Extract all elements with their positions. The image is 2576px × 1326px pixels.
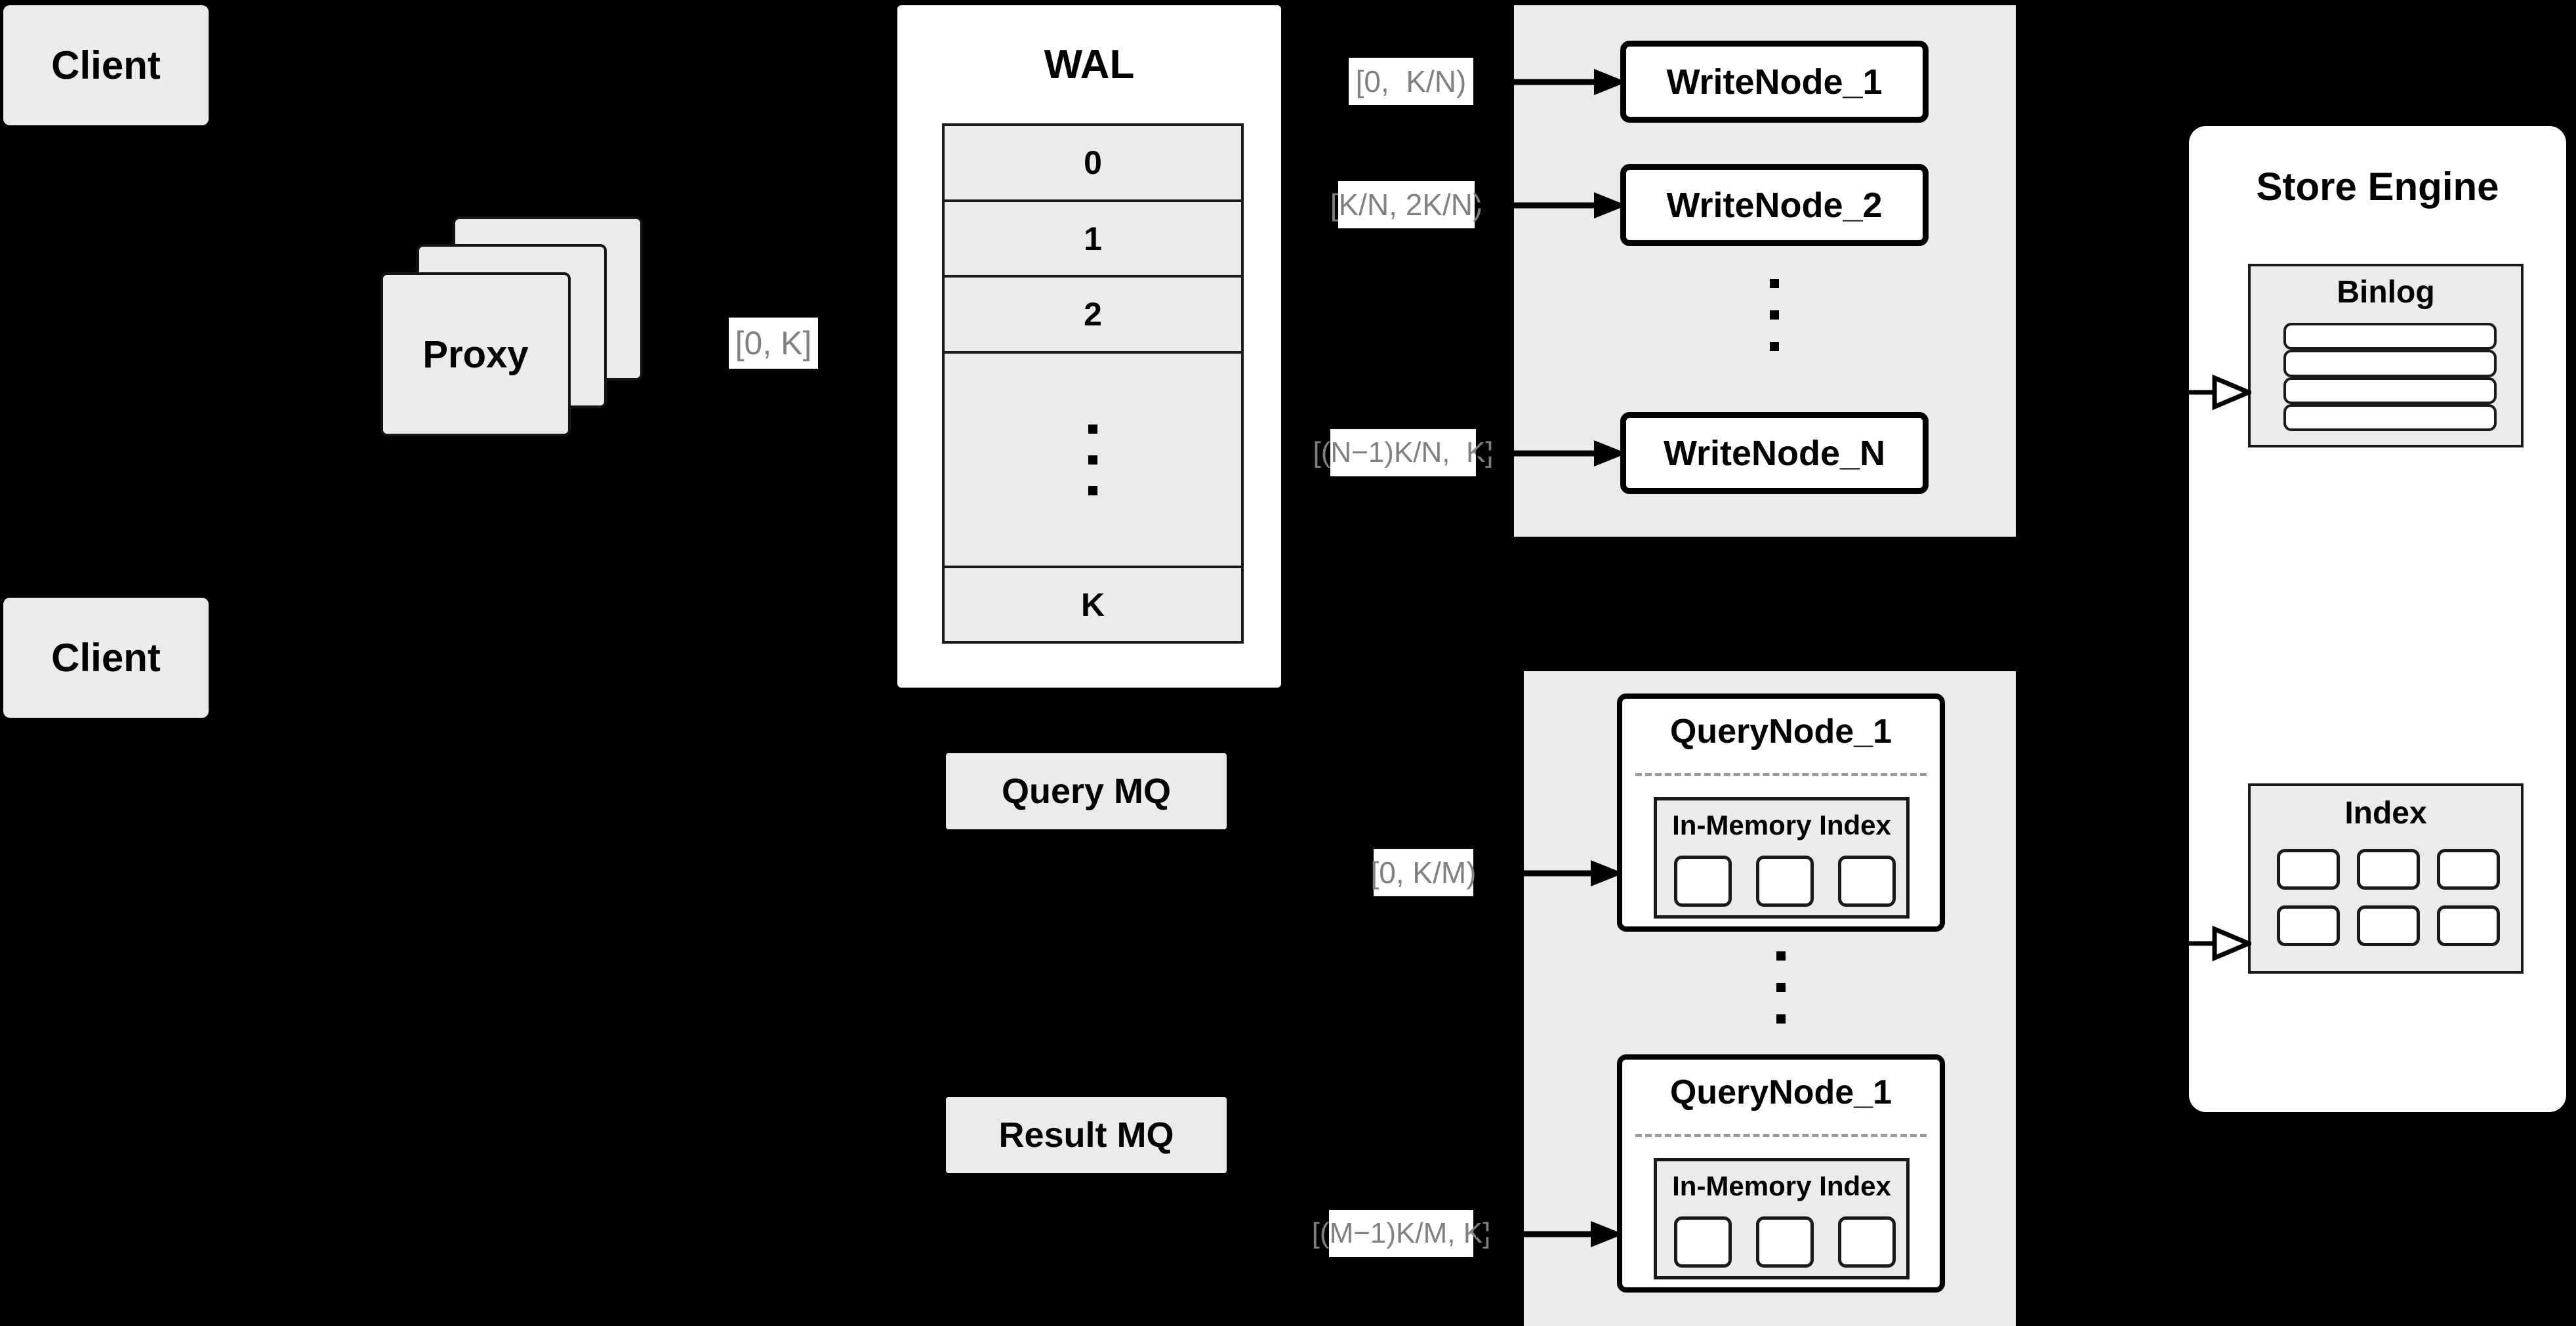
binlog-slot[interactable] [2283,350,2497,377]
wal-row-k[interactable]: K [945,568,1241,641]
index-slot[interactable] [1674,1216,1732,1268]
proxy-stack[interactable]: Proxy [380,217,669,436]
result-mq-label: Result MQ [998,1115,1174,1155]
arrow-querycluster-to-index [2188,925,2251,962]
index-slot[interactable] [2357,905,2420,946]
client-label-2: Client [51,636,161,680]
query-node-1-inmemory-title: In-Memory Index [1672,810,1891,840]
querynode-1-range-text: [0, K/M) [1370,856,1477,890]
wal-row-1[interactable]: 1 [945,201,1241,278]
write-node-2[interactable]: WriteNode_2 [1620,164,1929,246]
write-node-1-label: WriteNode_1 [1666,62,1883,102]
index-slot[interactable] [2277,905,2340,946]
arrow-writecluster-to-binlog [2188,374,2251,411]
wal-vertical-ellipsis-icon [1088,424,1097,495]
write-node-1[interactable]: WriteNode_1 [1620,41,1929,123]
store-engine-panel: Store Engine Binlog Index [2189,126,2566,1112]
query-mq-label: Query MQ [1001,772,1172,811]
write-cluster-vertical-ellipsis-icon [1770,279,1779,351]
query-node-1[interactable]: QueryNode_1 In-Memory Index [1617,694,1945,932]
client-box-2[interactable]: Client [3,598,209,718]
writenode-2-range-text: [K/N, 2K/N) [1330,188,1483,222]
write-node-2-label: WriteNode_2 [1666,185,1883,225]
index-slot[interactable] [1674,856,1732,907]
proxy-card-front[interactable]: Proxy [380,272,571,436]
binlog-panel: Binlog [2248,264,2524,447]
wal-cell-2: 2 [1084,296,1102,333]
index-panel: Index [2248,783,2524,974]
query-node-m-inmemory-title: In-Memory Index [1672,1171,1891,1201]
arrow-wal-to-writenode-1 [1476,69,1627,95]
query-node-1-slots [1674,856,1896,907]
index-slot[interactable] [1838,1216,1896,1268]
wal-panel: WAL 0 1 2 K [897,5,1281,688]
index-slot[interactable] [1756,1216,1814,1268]
wal-row-2[interactable]: 2 [945,278,1241,354]
write-node-n-label: WriteNode_N [1663,433,1886,473]
query-node-m-divider [1635,1134,1927,1137]
arrow-wal-to-writenode-2 [1476,192,1627,218]
wal-row-ellipsis [945,354,1241,569]
writenode-1-range-text: [0, K/N) [1355,64,1467,98]
index-slot[interactable] [2437,849,2500,890]
binlog-title: Binlog [2337,275,2435,310]
index-slot[interactable] [2437,905,2500,946]
wal-cell-0: 0 [1084,144,1102,181]
query-node-m-inmemory-index: In-Memory Index [1654,1158,1910,1279]
proxy-range-label: [0, K] [729,318,818,369]
binlog-slot[interactable] [2283,323,2497,350]
index-slot[interactable] [1756,856,1814,907]
proxy-label: Proxy [422,333,529,376]
arrow-mq-to-querynode-m [1476,1221,1624,1247]
index-slot[interactable] [1838,856,1896,907]
store-engine-title: Store Engine [2256,165,2499,209]
query-mq-box[interactable]: Query MQ [946,753,1227,829]
index-slot[interactable] [2277,849,2340,890]
index-title: Index [2344,796,2427,831]
writenode-n-range-text: [(N−1)K/N, K] [1313,436,1494,468]
index-slot[interactable] [2357,849,2420,890]
query-node-1-title: QueryNode_1 [1669,713,1892,751]
query-cluster-vertical-ellipsis-icon [1776,951,1786,1024]
querynode-1-range-label: [0, K/M) [1370,849,1477,896]
wal-table: 0 1 2 K [942,123,1244,644]
result-mq-box[interactable]: Result MQ [946,1097,1227,1173]
binlog-slot[interactable] [2283,404,2497,431]
wal-cell-1: 1 [1084,220,1102,257]
binlog-slot[interactable] [2283,377,2497,404]
query-node-1-inmemory-index: In-Memory Index [1654,797,1910,919]
write-node-n[interactable]: WriteNode_N [1620,412,1929,494]
client-box-1[interactable]: Client [3,5,209,125]
arrow-wal-to-writenode-n [1476,440,1627,466]
wal-row-0[interactable]: 0 [945,126,1241,202]
wal-title: WAL [1044,42,1135,87]
client-label-1: Client [51,43,161,87]
querynode-m-range-label: [(M−1)K/M, K] [1312,1210,1490,1257]
writenode-2-range-label: [K/N, 2K/N) [1330,181,1482,228]
querynode-m-range-text: [(M−1)K/M, K] [1311,1217,1491,1249]
binlog-slots [2283,323,2497,431]
query-node-m-title: QueryNode_1 [1669,1073,1892,1111]
writenode-n-range-label: [(N−1)K/N, K] [1313,429,1494,476]
writenode-1-range-label: [0, K/N) [1349,58,1473,105]
wal-cell-k: K [1080,586,1105,623]
arrow-mq-to-querynode-1 [1476,860,1624,886]
query-node-m[interactable]: QueryNode_1 In-Memory Index [1617,1054,1945,1293]
index-slots-grid [2277,849,2500,954]
query-node-m-slots [1674,1216,1896,1268]
proxy-range-text: [0, K] [735,325,812,362]
query-node-1-divider [1635,773,1927,776]
